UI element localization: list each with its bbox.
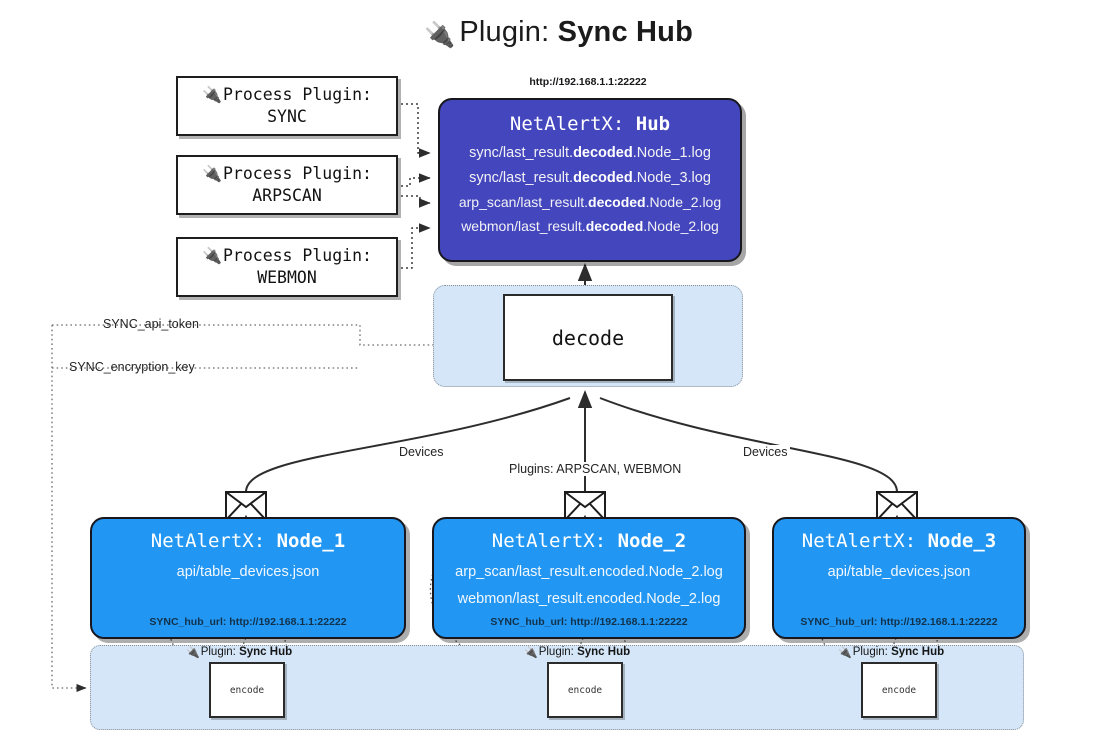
node-log-line: api/table_devices.json xyxy=(176,564,320,580)
edge-label-devices-right: Devices xyxy=(740,445,791,459)
node-box-1[interactable]: NetAlertX: Node_1 api/table_devices.json… xyxy=(90,517,406,639)
plug-icon: 🔌 xyxy=(423,21,456,49)
node-footer: SYNC_hub_url: http://192.168.1.1:22222 xyxy=(149,616,347,628)
node-title-name: Node_3 xyxy=(927,530,997,552)
node-title: NetAlertX: Node_3 xyxy=(774,530,1024,552)
plugin-name: Sync Hub xyxy=(239,646,293,658)
process-plugin-webmon[interactable]: 🔌Process Plugin: WEBMON xyxy=(176,237,398,297)
hub-title: NetAlertX: Hub xyxy=(440,113,740,135)
plug-icon: 🔌 xyxy=(524,647,538,659)
plugin-prefix: Plugin: xyxy=(200,646,236,658)
node-title-prefix: NetAlertX: xyxy=(801,530,917,552)
log-pre: arp_scan/last_result. xyxy=(458,194,589,210)
process-plugin-name: SYNC xyxy=(267,107,307,126)
node-log-line: webmon/last_result.encoded.Node_2.log xyxy=(457,591,721,607)
node-title-prefix: NetAlertX: xyxy=(491,530,607,552)
log-mid: decoded xyxy=(588,194,646,210)
node-title: NetAlertX: Node_1 xyxy=(92,530,404,552)
node-footer: SYNC_hub_url: http://192.168.1.1:22222 xyxy=(490,616,688,628)
log-mid: decoded xyxy=(573,145,633,161)
plugin-prefix: Plugin: xyxy=(852,646,888,658)
node-log-line: arp_scan/last_result.encoded.Node_2.log xyxy=(455,564,723,580)
process-plugin-name: WEBMON xyxy=(257,268,317,287)
log-post: .Node_1.log xyxy=(632,145,711,161)
encode-box-2[interactable]: encode xyxy=(547,662,623,718)
log-post: .Node_3.log xyxy=(632,169,711,186)
edge-label-plugins: Plugins: ARPSCAN, WEBMON xyxy=(506,462,685,476)
process-plugin-label: Process Plugin: xyxy=(222,246,372,266)
node-log-list: arp_scan/last_result.encoded.Node_2.log … xyxy=(434,564,744,607)
encode-box-3[interactable]: encode xyxy=(861,662,937,718)
secret-label-api-token: SYNC_api_token xyxy=(103,317,199,331)
hub-node[interactable]: NetAlertX: Hub sync/last_result.decoded.… xyxy=(438,98,742,262)
node-box-3[interactable]: NetAlertX: Node_3 api/table_devices.json… xyxy=(772,517,1026,639)
process-plugin-name: ARPSCAN xyxy=(252,186,322,205)
node-footer: SYNC_hub_url: http://192.168.1.1:22222 xyxy=(800,616,998,628)
process-plugin-label: Process Plugin: xyxy=(222,164,372,184)
envelope-icons xyxy=(225,491,918,521)
plug-icon: 🔌 xyxy=(838,647,852,659)
page-title-name: Sync Hub xyxy=(557,16,693,48)
hub-log-line: sync/last_result.decoded.Node_1.log xyxy=(440,146,740,161)
log-mid: decoded xyxy=(573,169,633,186)
edge-label-devices-left: Devices xyxy=(396,445,447,459)
hub-log-list: sync/last_result.decoded.Node_1.log sync… xyxy=(440,146,740,233)
encode-plugin-label-3: 🔌Plugin: Sync Hub xyxy=(838,646,944,659)
log-mid: decoded xyxy=(585,218,644,234)
plug-icon: 🔌 xyxy=(202,246,222,266)
plug-icon: 🔌 xyxy=(202,164,222,184)
log-pre: sync/last_result. xyxy=(469,145,574,161)
hub-log-line: webmon/last_result.decoded.Node_2.log xyxy=(440,219,740,233)
process-plugin-label: Process Plugin: xyxy=(222,85,372,105)
log-pre: sync/last_result. xyxy=(469,169,574,186)
hub-log-line: arp_scan/last_result.decoded.Node_2.log xyxy=(440,195,740,209)
process-plugin-arpscan[interactable]: 🔌Process Plugin: ARPSCAN xyxy=(176,155,398,215)
hub-url-label: http://192.168.1.1:22222 xyxy=(529,76,647,88)
plug-icon: 🔌 xyxy=(202,85,222,105)
node-log-list: api/table_devices.json xyxy=(92,564,404,580)
hub-log-line: sync/last_result.decoded.Node_3.log xyxy=(440,169,740,186)
decode-box[interactable]: decode xyxy=(503,294,673,381)
secret-label-encryption-key: SYNC_encryption_key xyxy=(69,360,195,374)
plugin-prefix: Plugin: xyxy=(538,646,574,658)
encode-plugin-label-1: 🔌Plugin: Sync Hub xyxy=(186,646,292,659)
log-post: .Node_2.log xyxy=(645,194,722,210)
log-pre: webmon/last_result. xyxy=(461,218,586,234)
node-log-list: api/table_devices.json xyxy=(774,564,1024,580)
node-box-2[interactable]: NetAlertX: Node_2 arp_scan/last_result.e… xyxy=(432,517,746,639)
encode-plugin-label-2: 🔌Plugin: Sync Hub xyxy=(524,646,630,659)
page-title: 🔌Plugin: Sync Hub xyxy=(0,16,1117,50)
node-title: NetAlertX: Node_2 xyxy=(434,530,744,552)
process-plugin-sync[interactable]: 🔌Process Plugin: SYNC xyxy=(176,76,398,136)
plug-icon: 🔌 xyxy=(186,647,200,659)
plugin-name: Sync Hub xyxy=(891,646,945,658)
node-log-line: api/table_devices.json xyxy=(827,564,971,580)
plugin-name: Sync Hub xyxy=(577,646,631,658)
page-title-prefix: Plugin: xyxy=(459,16,550,48)
node-title-name: Node_1 xyxy=(276,530,346,552)
hub-title-name: Hub xyxy=(635,113,671,135)
hub-title-prefix: NetAlertX: xyxy=(509,113,625,135)
node-title-name: Node_2 xyxy=(617,530,687,552)
encode-box-1[interactable]: encode xyxy=(209,662,285,718)
node-title-prefix: NetAlertX: xyxy=(150,530,266,552)
log-post: .Node_2.log xyxy=(643,218,719,234)
